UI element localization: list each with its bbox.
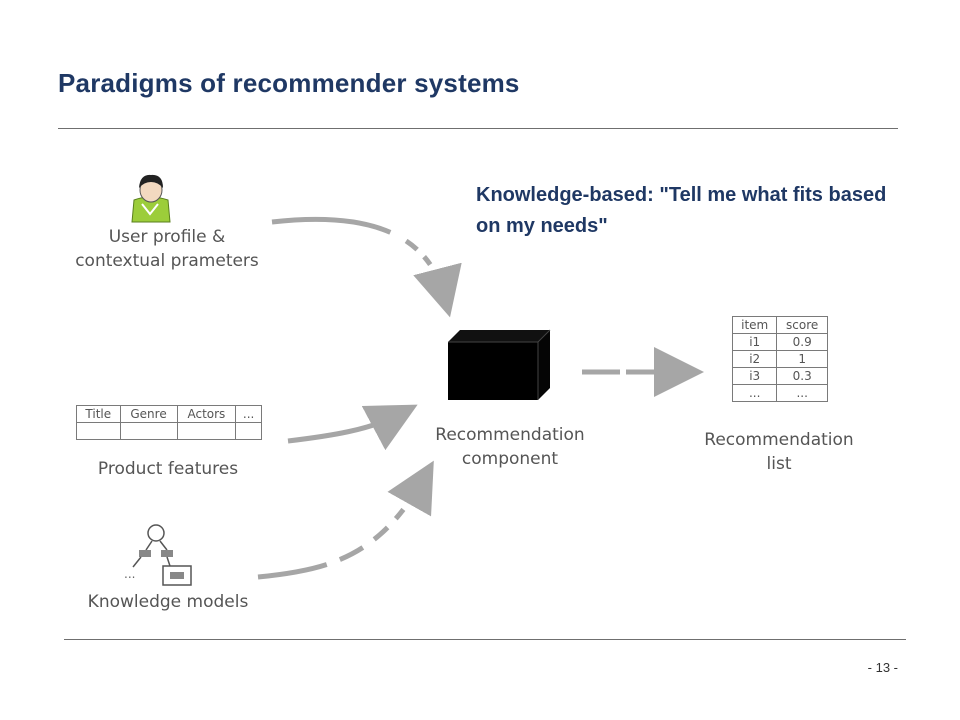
list-cell-item: i1	[731, 333, 778, 351]
knowledge-tree-icon: ...	[124, 524, 192, 586]
list-cell-item: i2	[731, 350, 778, 368]
list-row: i3 0.3	[731, 367, 828, 385]
list-row: ... ...	[731, 384, 828, 402]
list-header-row: item score	[731, 316, 828, 334]
knowledge-models-label: Knowledge models	[87, 592, 249, 612]
list-cell-score: 1	[776, 350, 828, 368]
component-line1: Recommendation	[435, 425, 585, 445]
list-cell-item: i3	[731, 367, 778, 385]
list-label-line1: Recommendation	[704, 430, 854, 450]
product-features-label: Product features	[97, 459, 239, 479]
component-line2: component	[461, 449, 559, 469]
paradigm-description: Knowledge-based: "Tell me what fits base…	[476, 184, 887, 237]
recommendation-list-table: item score i1 0.9 i2 1 i3 0.3 ... ...	[731, 316, 828, 402]
slide-title: Paradigms of recommender systems	[58, 68, 520, 98]
footer-divider	[64, 639, 906, 640]
black-box-icon	[448, 329, 551, 400]
list-row: i1 0.9	[731, 333, 828, 351]
list-header-item: item	[731, 316, 778, 334]
list-header-score: score	[776, 316, 828, 334]
list-cell-score: ...	[776, 384, 828, 402]
user-profile-line1: User profile &	[108, 227, 226, 247]
list-cell-score: 0.9	[776, 333, 828, 351]
knowledge-ellipsis: ...	[124, 567, 135, 581]
arrow-features-to-component	[287, 404, 418, 451]
user-person-icon	[131, 174, 171, 223]
feature-column-actors: Actors	[176, 405, 237, 423]
feature-column-title: Title	[76, 405, 121, 423]
feature-column-more: ...	[235, 405, 262, 423]
recommendation-list-label: Recommendation list	[684, 428, 874, 476]
list-cell-item: ...	[731, 384, 778, 402]
list-row: i2 1	[731, 350, 828, 368]
list-cell-score: 0.3	[776, 367, 828, 385]
product-features-header-row: Title Genre Actors ...	[76, 405, 262, 423]
feature-column-genre: Genre	[119, 405, 178, 423]
recommendation-component-label: Recommendation component	[415, 423, 605, 471]
list-label-line2: list	[766, 454, 792, 474]
arrow-knowledge-to-component	[257, 460, 434, 580]
title-divider	[58, 128, 898, 129]
arrow-profile-to-component	[271, 216, 462, 318]
product-features-table: Title Genre Actors ...	[76, 405, 262, 440]
page-number: - 13 -	[867, 660, 898, 675]
product-features-empty-row	[76, 422, 262, 440]
user-profile-label: User profile & contextual prameters	[62, 225, 272, 273]
user-profile-line2: contextual prameters	[75, 251, 259, 271]
